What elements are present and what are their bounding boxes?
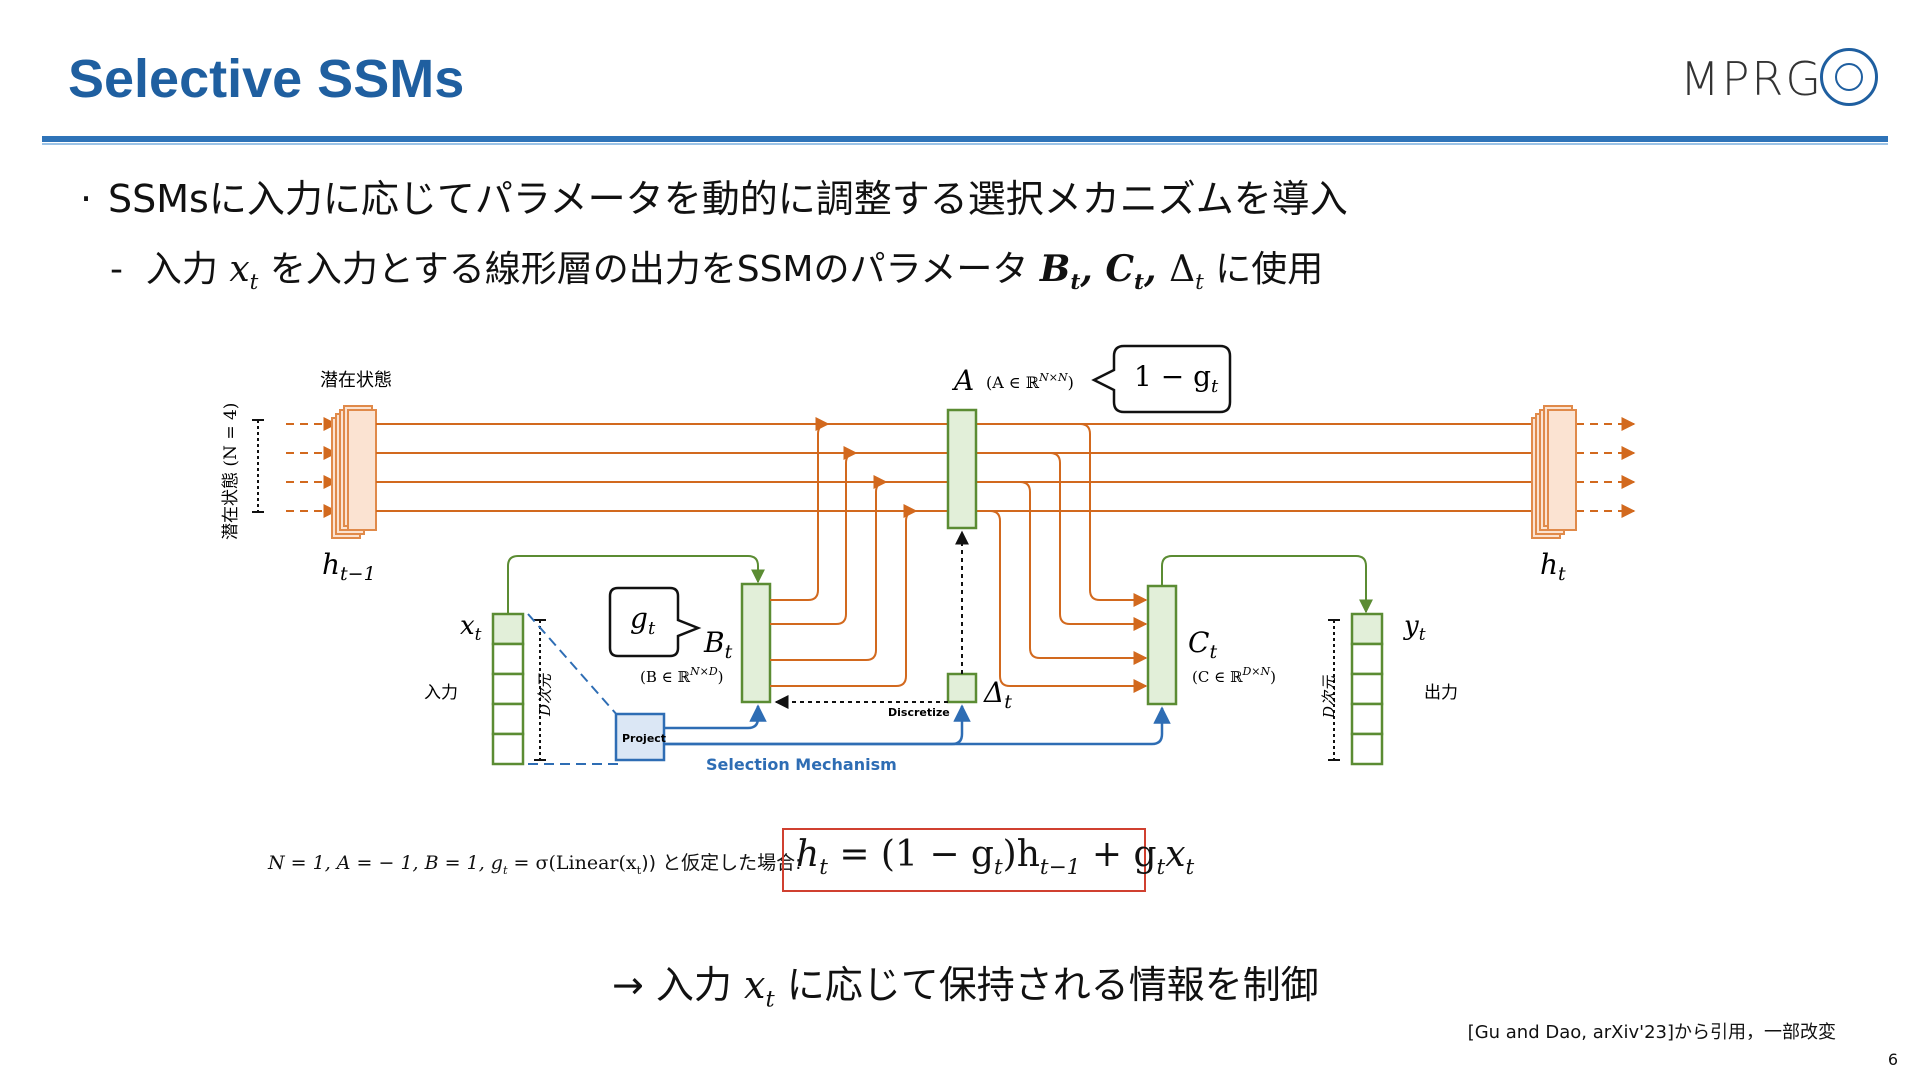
- university-seal-icon: [1820, 48, 1878, 106]
- discretize-label: Discretize: [888, 706, 950, 719]
- latent-state-label: 潜在状態: [320, 370, 392, 391]
- page-number: 6: [1887, 1050, 1898, 1069]
- b-label: Bt: [703, 626, 733, 663]
- y-output-column: [1350, 612, 1384, 766]
- callout-g-text: gt: [630, 602, 656, 639]
- bullet-main: ·SSMsに入力に応じてパラメータを動的に調整する選択メカニズムを導入: [80, 177, 1348, 221]
- h-prev-label: ht−1: [322, 548, 376, 585]
- conclusion-text: → 入力 xt に応じて保持される情報を制御: [612, 963, 1319, 1013]
- h-prev-state-stack: [331, 405, 377, 539]
- c-label: Ct: [1188, 626, 1217, 663]
- y-label: yt: [1403, 611, 1426, 645]
- callout-a: [1091, 344, 1232, 414]
- callout-a-text: 1 − gt: [1134, 360, 1219, 397]
- a-label: A: [951, 364, 974, 397]
- x-input-column: [491, 612, 525, 766]
- a-domain: (A ∈ ℝN×N): [986, 371, 1074, 392]
- delta-block: [946, 672, 978, 704]
- a-matrix-block: [946, 408, 978, 530]
- project-block: [614, 712, 666, 762]
- c-matrix-block: [1146, 584, 1178, 706]
- b-domain: (B ∈ ℝN×D): [640, 665, 724, 686]
- x-label: xt: [460, 611, 482, 645]
- main-formula: ht = (1 − gt)ht−1 + gtxt: [796, 834, 1195, 881]
- selection-mechanism-label: Selection Mechanism: [706, 755, 897, 774]
- callout-g: [608, 586, 702, 658]
- input-label: 入力: [424, 683, 458, 703]
- bullet-sub-var: xt: [229, 249, 259, 296]
- title-rule-light: [42, 143, 1888, 145]
- bullet-sub-params: Bt, Ct,: [1039, 248, 1170, 296]
- bullet-sub-delta: Δt: [1169, 249, 1204, 296]
- project-label: Project: [622, 732, 666, 745]
- bullet-main-text: SSMsに入力に応じてパラメータを動的に調整する選択メカニズムを導入: [108, 177, 1348, 221]
- title-rule: [42, 136, 1888, 142]
- citation: [Gu and Dao, arXiv'23]から引用，一部改変: [1467, 1022, 1836, 1043]
- logo-text: MPRG: [1680, 52, 1824, 106]
- h-next-state-stack: [1531, 405, 1577, 539]
- output-label: 出力: [1424, 683, 1458, 703]
- d-dim-left: D次元: [536, 673, 554, 717]
- bullet-sub-prefix: 入力: [145, 249, 218, 290]
- delta-label: Δt: [983, 676, 1012, 713]
- c-domain: (C ∈ ℝD×N): [1192, 665, 1276, 686]
- bullet-sub-middle: を入力とする線形層の出力をSSMのパラメータ: [269, 249, 1029, 290]
- d-dim-right: D次元: [1320, 675, 1338, 719]
- bullet-sub-suffix: に使用: [1215, 249, 1324, 290]
- mprg-logo: MPRG: [1680, 48, 1880, 118]
- assumption-text: N = 1, A = − 1, B = 1, gt = σ(Linear(xt)…: [268, 852, 802, 877]
- bullet-sub: - 入力 xt を入力とする線形層の出力をSSMのパラメータ Bt, Ct, Δ…: [110, 248, 1324, 296]
- h-next-label: ht: [1540, 548, 1566, 585]
- slide-title: Selective SSMs: [68, 49, 465, 109]
- formula-box: [782, 828, 1146, 892]
- b-matrix-block: [740, 582, 772, 704]
- latent-state-vertical-label: 潜在状態 (N = 4): [221, 403, 241, 540]
